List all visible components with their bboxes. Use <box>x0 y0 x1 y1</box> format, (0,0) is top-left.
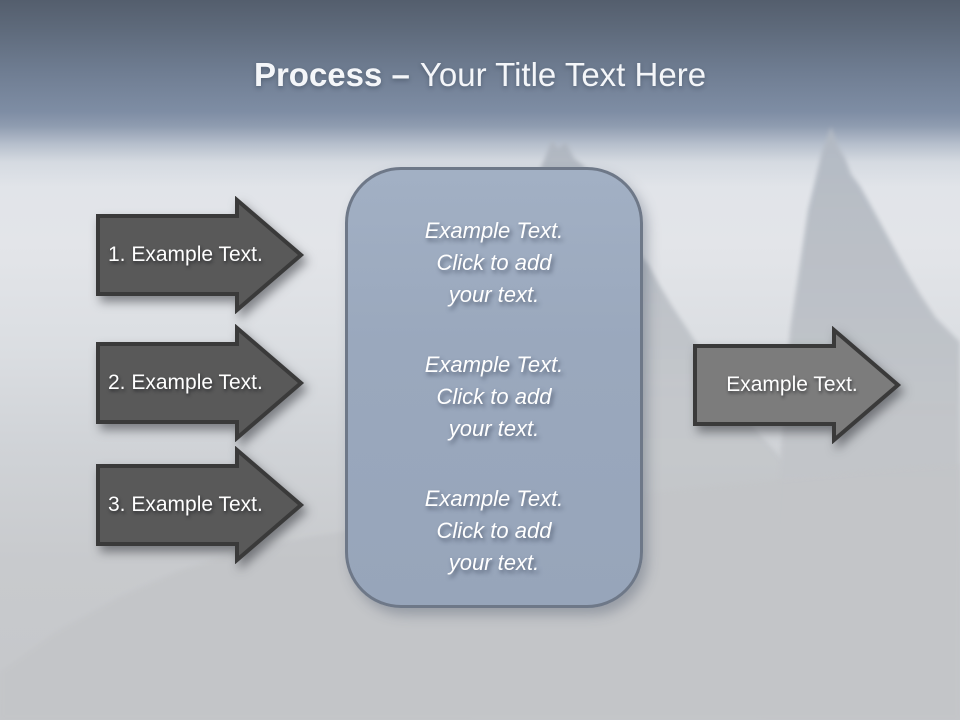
slide-title-text: Your Title Text Here <box>419 56 707 93</box>
process-arrow-1[interactable]: 1. Example Text. <box>95 196 305 314</box>
process-arrow-2[interactable]: 2. Example Text. <box>95 324 305 442</box>
panel-placeholder-text-1[interactable]: Example Text. Click to add your text. <box>424 218 564 307</box>
process-arrow-3[interactable]: 3. Example Text. <box>95 446 305 564</box>
panel-placeholder-text-3[interactable]: Example Text. Click to add your text. <box>424 486 564 575</box>
process-arrow-1-label: 1. Example Text. <box>108 243 263 266</box>
right-arrow-shape-icon <box>96 324 305 442</box>
process-arrow-3-label: 3. Example Text. <box>108 493 263 516</box>
right-arrow-shape-icon <box>96 446 305 564</box>
right-arrow-shape-icon <box>96 196 305 314</box>
process-arrow-2-label: 2. Example Text. <box>108 371 263 394</box>
output-arrow-label: Example Text. <box>726 373 858 396</box>
center-text-panel[interactable]: Example Text. Click to add your text. Ex… <box>345 167 643 608</box>
right-arrow-shape-icon <box>693 326 902 444</box>
output-arrow[interactable]: Example Text. <box>692 326 902 444</box>
slide-title-keyword: Process – <box>253 56 410 93</box>
slide-title[interactable]: Process –Your Title Text Here <box>0 52 960 98</box>
panel-placeholder-text-2[interactable]: Example Text. Click to add your text. <box>424 352 564 441</box>
